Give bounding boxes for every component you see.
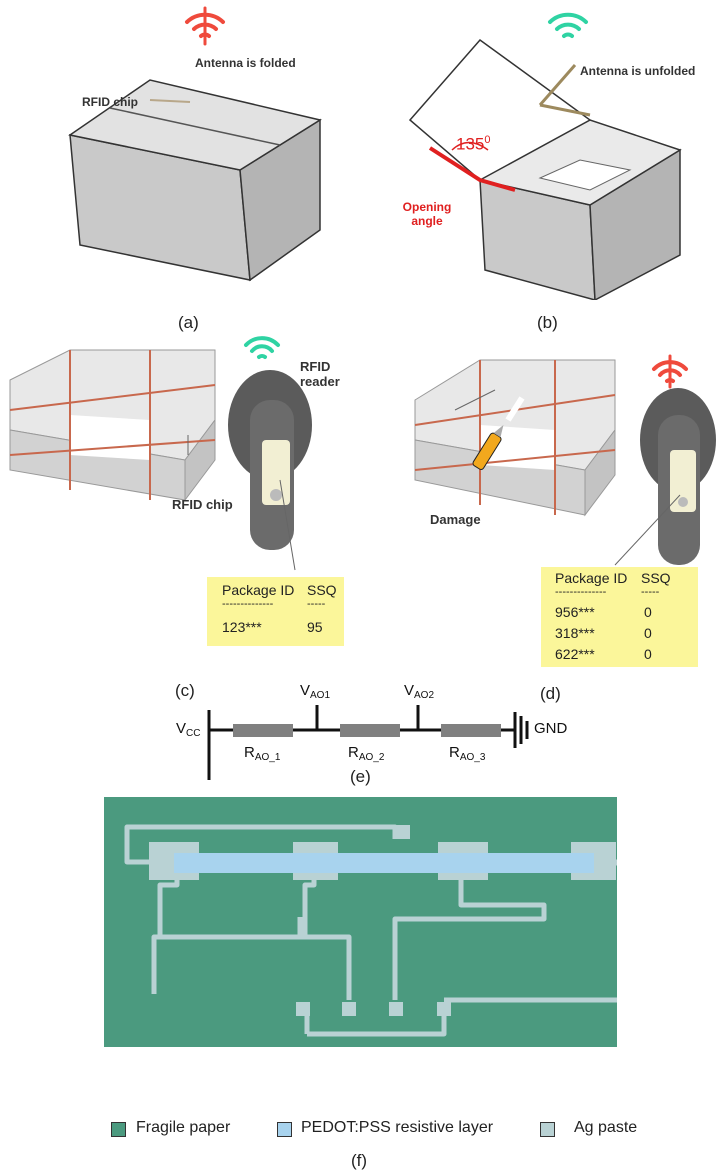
damage-label: Damage [430, 512, 481, 527]
caption-e: (e) [350, 767, 371, 786]
rfid-chip-label-c: RFID chip [172, 497, 233, 512]
panel-a-illustration [68, 6, 322, 282]
table-cell-ssq: 0 [644, 625, 652, 641]
table-separator-2: ----- [641, 586, 660, 598]
caption-f: (f) [351, 1151, 368, 1170]
vao2-label: VAO2 [404, 682, 434, 701]
r3-label: RAO_3 [449, 744, 485, 763]
caption-d: (d) [540, 684, 561, 703]
r3-sub: AO_3 [459, 752, 486, 763]
angle-value: 135 [456, 134, 485, 154]
table-cell-id: 956*** [555, 604, 595, 620]
opening-label-line1: Opening [402, 200, 452, 214]
resistor-1 [233, 724, 293, 737]
table-header-ssq: SSQ [641, 570, 671, 586]
panel-c-illustration [9, 336, 312, 571]
table-cell-id: 622*** [555, 646, 595, 662]
table-cell-ssq: 95 [307, 619, 323, 635]
angle-degree: 0 [484, 134, 491, 146]
r1-label: RAO_1 [244, 744, 280, 763]
vao2-sub: AO2 [414, 690, 435, 701]
caption-c: (c) [175, 681, 195, 700]
vcc-sub: CC [186, 728, 201, 739]
wifi-off-icon [185, 6, 225, 46]
panel-b-illustration [408, 12, 682, 300]
vao2-symbol: V [404, 682, 415, 699]
r1-symbol: R [244, 744, 255, 761]
r1-sub: AO_1 [254, 752, 281, 763]
table-header-id: Package ID [555, 570, 628, 586]
vao1-sub: AO1 [310, 690, 331, 701]
wifi-off-icon [652, 354, 688, 389]
cutter-icon [472, 425, 504, 470]
circuit-diagram [207, 705, 529, 780]
ground-icon [513, 712, 529, 748]
table-cell-id: 123*** [222, 619, 262, 635]
vcc-label: VCC [176, 720, 200, 739]
pedot-resistive-strip [174, 853, 594, 873]
caption-b: (b) [537, 313, 558, 332]
opening-label-line2: angle [411, 214, 443, 228]
table-separator-1: -------------- [555, 586, 607, 598]
vcc-symbol: V [176, 720, 187, 737]
vao1-label: VAO1 [300, 682, 330, 701]
rfid-reader-line1: RFID [300, 359, 331, 374]
angle-label: 1350 [456, 134, 491, 155]
legend-label-ag-paste: Ag paste [574, 1119, 638, 1136]
package-table-d: Package ID SSQ -------------- ----- 956*… [541, 567, 698, 667]
resistor-2 [340, 724, 400, 737]
resistor-3 [441, 724, 501, 737]
wifi-icon [244, 336, 280, 359]
legend-swatch-fragile-paper [111, 1122, 126, 1137]
table-cell-ssq: 0 [644, 604, 652, 620]
panel-d-illustration [414, 354, 716, 566]
antenna-unfolded-label: Antenna is unfolded [580, 64, 696, 78]
rfid-chip-label-a: RFID chip [82, 95, 138, 109]
legend-label-fragile-paper: Fragile paper [136, 1119, 231, 1136]
vao1-symbol: V [300, 682, 311, 699]
legend-swatch-pedot [277, 1122, 292, 1137]
table-cell-ssq: 0 [644, 646, 652, 662]
rfid-reader-label: RFID reader [300, 359, 340, 389]
r2-label: RAO_2 [348, 744, 384, 763]
opening-angle-label: Opening angle [397, 200, 457, 228]
rfid-reader-line2: reader [300, 374, 340, 389]
fragile-paper-substrate [104, 797, 617, 1047]
antenna-folded-label: Antenna is folded [195, 56, 296, 70]
table-cell-id: 318*** [555, 625, 595, 641]
table-header-ssq: SSQ [307, 582, 337, 598]
table-separator-2: ----- [307, 598, 326, 610]
r3-symbol: R [449, 744, 460, 761]
legend-swatch-ag-paste [540, 1122, 555, 1137]
package-table-c: Package ID SSQ -------------- ----- 123*… [207, 577, 344, 646]
r2-sub: AO_2 [358, 752, 385, 763]
sensor-layout [104, 797, 617, 1047]
r2-symbol: R [348, 744, 359, 761]
gnd-label: GND [534, 720, 568, 737]
legend-label-pedot: PEDOT:PSS resistive layer [301, 1119, 494, 1136]
table-separator-1: -------------- [222, 598, 274, 610]
caption-a: (a) [178, 313, 199, 332]
wifi-icon [548, 12, 588, 38]
table-header-id: Package ID [222, 582, 295, 598]
